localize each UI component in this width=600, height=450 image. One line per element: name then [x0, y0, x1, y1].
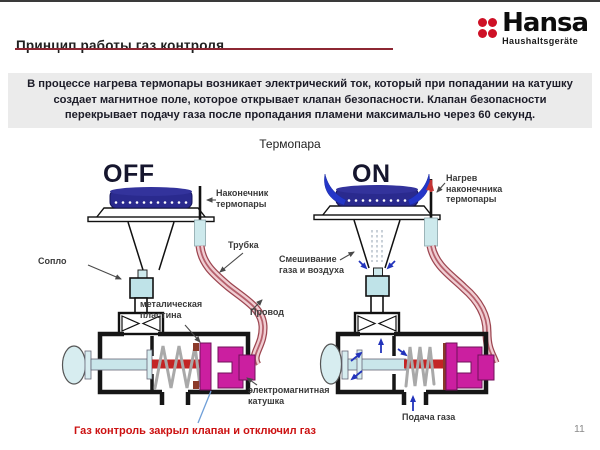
venturi-on: [353, 219, 401, 269]
intro-text: В процессе нагрева термопары возникает э…: [8, 73, 592, 128]
diagram-heading: Термопара: [259, 137, 321, 151]
diagram-canvas: [61, 173, 500, 424]
nozzle-off: [129, 269, 154, 315]
thermocouple-on: [424, 179, 438, 247]
label-nozzle: Сопло: [38, 256, 67, 266]
title-underline: [15, 48, 393, 50]
caption-pointer-line: [197, 390, 212, 424]
burner-on: [313, 185, 441, 221]
venturi-off: [127, 221, 175, 271]
electromagnet-off: [217, 346, 256, 389]
label-gas-supply: Подача газа: [402, 412, 456, 422]
air-dashes: [371, 230, 383, 262]
pipe-fitting-off: [117, 311, 165, 336]
thermocouple-tube-on: [426, 244, 500, 365]
valve-internals-on: [319, 342, 458, 391]
state-label-on: ON: [352, 160, 391, 188]
label-thermocouple-tip: Наконечник термопары: [216, 188, 269, 209]
electromagnet-on: [456, 346, 495, 389]
pipe-fitting-on: [353, 311, 401, 336]
hansa-logo: Hansa Haushaltsgeräte: [477, 8, 589, 46]
label-tube: Трубка: [228, 240, 259, 250]
nozzle-on: [365, 267, 390, 314]
logo-subtitle: Haushaltsgeräte: [502, 36, 579, 46]
hansa-dots-icon: [477, 18, 498, 38]
page-number: 11: [574, 423, 585, 435]
label-electromagnet-coil: электромагнитная катушка: [248, 385, 330, 406]
label-arrows-on: [339, 182, 446, 261]
off-state-caption: Газ контроль закрыл клапан и отключил га…: [74, 425, 317, 437]
valve-internals-off: [61, 342, 212, 391]
label-arrows-off: [87, 197, 263, 386]
state-label-off: OFF: [103, 160, 155, 188]
label-metal-plate: металическая пластина: [140, 299, 203, 320]
label-gas-air-mixing: Смешивание газа и воздуха: [279, 254, 344, 275]
logo-brand: Hansa: [502, 8, 589, 38]
gas-flow-arrows: [350, 260, 416, 411]
flames-on: [324, 173, 430, 206]
label-tip-heating: Нагрев наконечника термопары: [446, 173, 503, 204]
thermocouple-tube-off: [195, 245, 268, 368]
burner-off: [87, 187, 215, 223]
page-title: Принцип работы газ контроля: [16, 38, 225, 54]
label-wire: Провод: [250, 307, 284, 317]
